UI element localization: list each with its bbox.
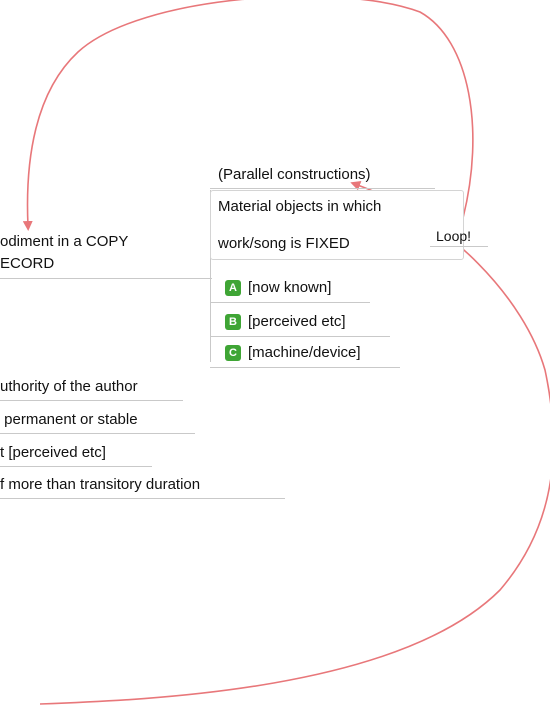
badge-a-icon: A: [225, 280, 241, 296]
left-item-label: uthority of the author: [0, 378, 138, 395]
loop-label[interactable]: Loop!: [436, 228, 472, 244]
subitem-label: [now known]: [248, 279, 332, 296]
loop-label-underline: [430, 246, 488, 247]
left-item-underline: [0, 498, 285, 499]
loop-arrow-top[interactable]: [22, 0, 474, 231]
left-item-label: permanent or stable: [0, 411, 138, 428]
subitem-underline: [210, 367, 400, 368]
badge-c-icon: C: [225, 345, 241, 361]
branch-line-2[interactable]: work/song is FIXED: [218, 235, 350, 252]
connector-branch-spine: [210, 190, 211, 362]
topic-line-1: odiment in a COPY: [0, 233, 129, 250]
subitem-label: [perceived etc]: [248, 313, 346, 330]
left-item-underline: [0, 433, 195, 434]
branch-line-1[interactable]: Material objects in which: [218, 198, 382, 215]
subitem-underline: [210, 302, 370, 303]
left-item-label: f more than transitory duration: [0, 476, 201, 493]
left-item-underline: [0, 466, 152, 467]
branch-box[interactable]: [210, 190, 464, 260]
subitem-underline: [210, 336, 390, 337]
connector-topic-branch: [198, 278, 212, 279]
branch-header-underline: [210, 188, 435, 189]
left-item-label: t [perceived etc]: [0, 444, 106, 461]
topic-line-2: ECORD: [0, 255, 55, 272]
topic-underline: [0, 278, 200, 279]
loop-arrow-bottom[interactable]: [39, 180, 550, 705]
badge-b-icon: B: [225, 314, 241, 330]
branch-header[interactable]: (Parallel constructions): [218, 166, 371, 183]
left-item-underline: [0, 400, 183, 401]
subitem-label: [machine/device]: [248, 344, 361, 361]
